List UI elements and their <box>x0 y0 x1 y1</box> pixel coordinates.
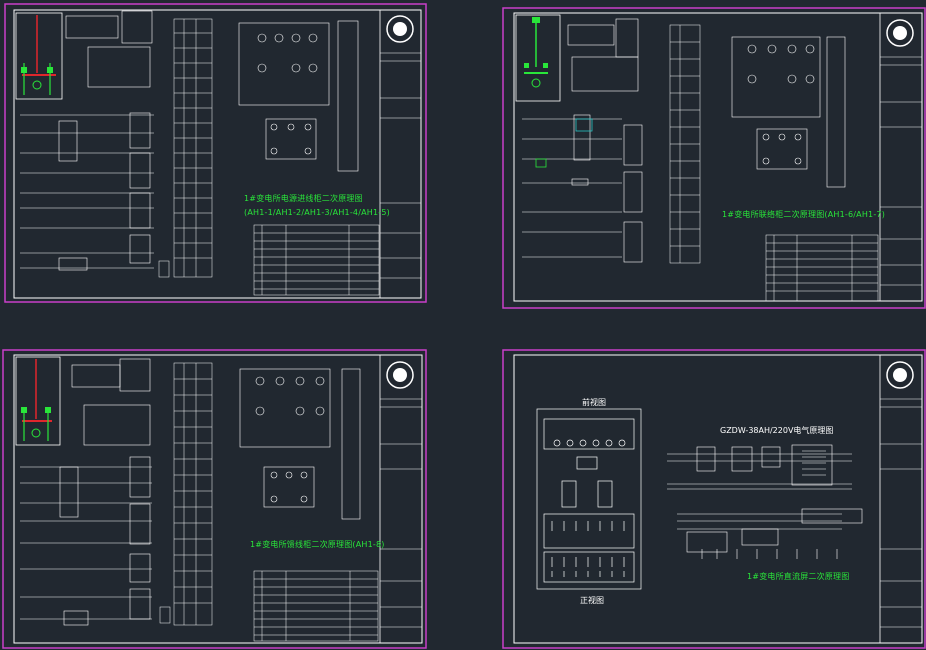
sheet-4-title: 1#变电所直流屏二次原理图 <box>747 572 850 581</box>
drawing-sheet-2[interactable]: 1#变电所联络柜二次原理图(AH1-6/AH1-7) <box>502 7 926 309</box>
control-circuit <box>20 10 154 271</box>
sheet-3-title: 1#变电所馈线柜二次原理图(AH1-8) <box>250 540 385 549</box>
drawing-border <box>13 354 423 644</box>
terminal-blocks <box>623 124 643 263</box>
terminal-table <box>159 362 213 626</box>
equipment-table <box>253 570 379 642</box>
drawing-border <box>13 9 422 299</box>
sheet-1-title: 1#变电所电源进线柜二次原理图 <box>244 194 363 203</box>
drawing-border <box>513 12 923 302</box>
drawing-sheet-1[interactable]: 1#变电所电源进线柜二次原理图 (AH1-1/AH1-2/AH1-3/AH1-4… <box>4 3 427 303</box>
sheet-1-subtitle: (AH1-1/AH1-2/AH1-3/AH1-4/AH1-5) <box>244 208 390 217</box>
single-line-diagram <box>15 12 63 100</box>
title-block <box>879 12 923 302</box>
single-line-diagram <box>15 356 61 446</box>
sheet-2-svg <box>502 7 926 309</box>
dc-panel-front-view <box>536 408 642 590</box>
single-line-diagram <box>515 14 561 102</box>
title-block <box>379 354 423 644</box>
title-block <box>879 354 923 644</box>
sheet-1-svg <box>4 3 427 303</box>
sheet-frame <box>2 349 427 649</box>
wiring-diagram-title: GZDW-38AH/220V电气原理图 <box>720 426 834 435</box>
title-block <box>379 9 422 299</box>
terminal-table <box>158 18 213 278</box>
equipment-table <box>765 234 879 302</box>
dc-wiring-diagram <box>667 444 863 559</box>
sheet-frame <box>4 3 427 303</box>
terminal-blocks <box>129 112 151 264</box>
drawing-sheet-3[interactable]: 1#变电所馈线柜二次原理图(AH1-8) <box>2 349 427 649</box>
terminal-blocks <box>129 456 151 620</box>
control-circuit <box>522 18 639 258</box>
equipment-table <box>253 224 380 296</box>
relay-panel <box>239 368 361 520</box>
sheet-frame <box>502 349 926 649</box>
drawing-sheet-4[interactable]: 前视图 正视图 GZDW-38AH/220V电气原理图 1#变电所直流屏二次原理… <box>502 349 926 649</box>
terminal-table <box>669 24 701 264</box>
relay-panel <box>238 20 359 172</box>
sheet-2-title: 1#变电所联络柜二次原理图(AH1-6/AH1-7) <box>722 210 886 219</box>
control-circuit <box>20 358 152 626</box>
sheet-4-svg <box>502 349 926 649</box>
sheet-frame <box>502 7 926 309</box>
panel-bottom-label: 正视图 <box>580 596 604 605</box>
relay-panel <box>731 36 846 188</box>
highlight-box-green <box>535 158 547 168</box>
sheet-3-svg <box>2 349 427 649</box>
panel-top-label: 前视图 <box>582 398 606 407</box>
drawing-border <box>513 354 923 644</box>
highlight-box-cyan <box>575 118 593 132</box>
